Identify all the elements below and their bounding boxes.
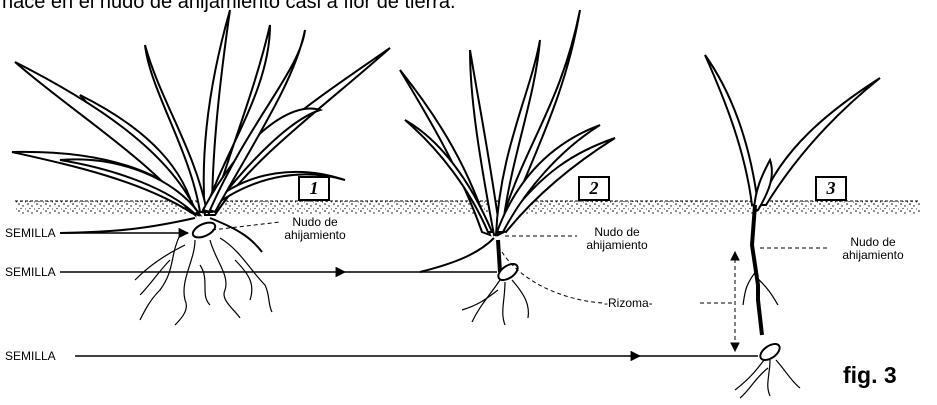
plant-3-roots [735, 360, 800, 398]
plant-1-leaves [12, 10, 390, 215]
node-label-2: Nudo de ahijamiento [577, 226, 657, 252]
seed-label-3: SEMILLA [5, 350, 56, 363]
plant-3-leaves [705, 55, 880, 210]
rhizome-label: -Rizoma- [604, 297, 653, 310]
stage-number-3: 3 [815, 176, 847, 201]
plant-1-runner-root [60, 218, 195, 233]
seed-3 [758, 341, 783, 363]
stage-number-2: 2 [578, 176, 610, 201]
plant-1-roots [135, 235, 272, 325]
stage-number-1: 1 [298, 176, 330, 201]
node-label-3-line2: ahijamiento [828, 249, 918, 262]
seed-label-1: SEMILLA [5, 227, 56, 240]
figure-label: fig. 3 [843, 362, 897, 389]
node-label-1-line2: ahijamiento [280, 229, 350, 242]
plant-stage-3 [705, 55, 880, 398]
soil-surface [15, 201, 920, 215]
node-label-2-line2: ahijamiento [577, 239, 657, 252]
node-label-1: Nudo de ahijamiento [280, 216, 350, 242]
plant-1-runner-root-2 [210, 218, 262, 252]
plant-2-roots [462, 280, 528, 325]
plant-2-runner-root [420, 238, 494, 272]
seed-label-2: SEMILLA [5, 266, 56, 279]
caption-text: nace en el nudo de ahijamiento casi a fl… [2, 0, 456, 14]
node-label-3: Nudo de ahijamiento [828, 236, 918, 262]
plant-stage-1 [12, 10, 390, 325]
plant-2-rhizome [498, 240, 500, 272]
plant-stage-2 [400, 10, 615, 325]
